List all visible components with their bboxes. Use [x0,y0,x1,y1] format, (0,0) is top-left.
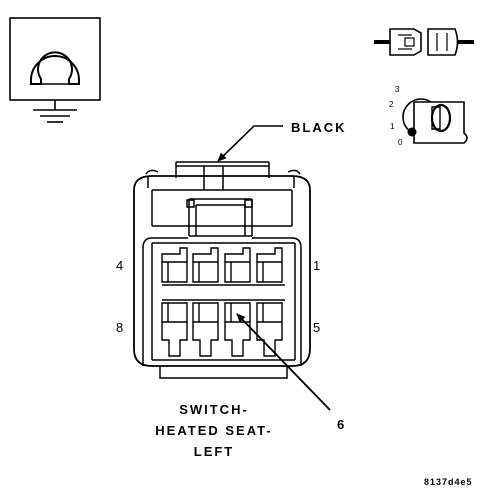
connector-name-line-2: HEATED SEAT- [155,423,273,438]
key-position-1: 1 [390,122,395,131]
ignition-key-icon [402,98,468,144]
connector-name-line-1: SWITCH- [179,402,249,417]
pin-number-top-left: 4 [116,258,124,273]
connector-name: SWITCH- HEATED SEAT- LEFT [140,399,288,462]
cavity-callout-leader [236,313,331,411]
terminal-row-bottom [161,302,283,357]
pin-number-bottom-left: 8 [116,320,124,335]
ohm-ground-icon [9,17,101,123]
key-position-3: 3 [395,85,400,94]
key-position-2: 2 [389,100,394,109]
cavity-callout-number: 6 [337,417,347,432]
figure-id: 8137d4e5 [424,477,473,487]
connector-body [133,161,311,379]
plug-connector-icon [374,28,474,56]
terminal-row-top [161,247,283,283]
connector-name-line-3: LEFT [193,444,235,459]
key-position-0: 0 [398,138,403,147]
color-label-leader [217,125,283,162]
connector-color-label: BLACK [291,120,347,135]
pin-number-top-right: 1 [313,258,321,273]
pin-number-bottom-right: 5 [313,320,321,335]
